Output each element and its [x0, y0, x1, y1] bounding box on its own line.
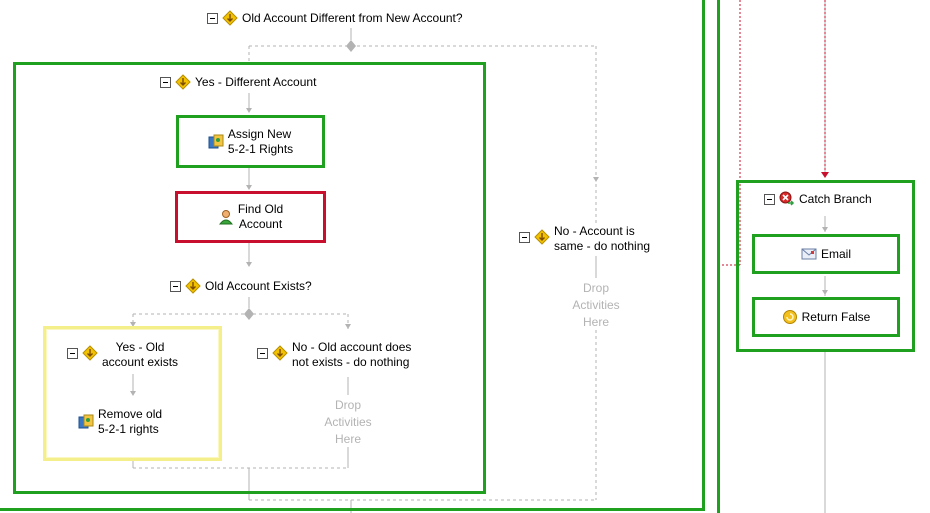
inner-branch-title: Old Account Exists? [205, 279, 312, 293]
yes-exists-frame [43, 326, 222, 461]
no-exists-line2: not exists - do nothing [292, 355, 410, 369]
email-activity[interactable]: Email [752, 234, 900, 274]
yes-exists-line2: account exists [102, 355, 179, 369]
assign-activity-line1: Assign New [227, 126, 292, 141]
assign-activity[interactable]: Assign New 5-2-1 Rights [176, 115, 325, 168]
return-activity[interactable]: Return False [752, 297, 900, 337]
remove-activity[interactable]: Remove old 5-2-1 rights [78, 405, 188, 439]
branch-diamond-icon [222, 10, 238, 26]
collapse-icon[interactable] [170, 280, 181, 292]
collapse-icon[interactable] [257, 348, 268, 359]
email-icon [801, 248, 817, 260]
fault-arrow-icon [821, 172, 829, 178]
no-exists-header[interactable]: No - Old account does not exists - do no… [257, 340, 411, 370]
fault-catch-icon [779, 191, 795, 206]
branch-diamond-icon [534, 229, 550, 245]
collapse-icon[interactable] [519, 232, 530, 243]
drop-inner-line2: Activities [324, 415, 372, 429]
find-activity-line2: Account [238, 217, 283, 231]
code-activity-icon [208, 134, 224, 148]
collapse-icon[interactable] [207, 12, 218, 24]
drop-outer-line1: Drop [582, 281, 609, 295]
branch-diamond-icon [185, 278, 201, 294]
branch-diamond-icon [272, 345, 288, 361]
find-activity-line1: Find Old [237, 202, 284, 216]
drop-zone-inner[interactable]: Drop Activities Here [308, 397, 388, 448]
branch-diamond-icon [175, 74, 191, 90]
email-activity-label: Email [820, 247, 851, 261]
no-exists-line1: No - Old account does [292, 340, 412, 354]
yes-branch-header[interactable]: Yes - Different Account [160, 74, 316, 90]
code-activity-icon [78, 414, 94, 429]
no-same-line2: same - do nothing [554, 239, 651, 253]
inner-branch-header[interactable]: Old Account Exists? [170, 278, 312, 294]
catch-branch-header[interactable]: Catch Branch [764, 191, 872, 207]
drop-inner-line3: Here [334, 432, 361, 446]
remove-activity-line2: 5-2-1 rights [98, 422, 159, 436]
find-activity[interactable]: Find Old Account [175, 191, 326, 243]
drop-inner-line1: Drop [334, 398, 361, 412]
yes-exists-header[interactable]: Yes - Old account exists [67, 340, 178, 370]
catch-branch-frame [736, 180, 915, 352]
outer-branch-title: Old Account Different from New Account? [242, 11, 463, 25]
return-icon [782, 310, 797, 324]
collapse-icon[interactable] [764, 193, 775, 205]
yes-branch-frame [13, 62, 486, 494]
user-icon [218, 210, 233, 225]
outer-branch-frame [0, 0, 705, 511]
outer-branch-header[interactable]: Old Account Different from New Account? [207, 10, 463, 26]
drop-outer-line2: Activities [572, 298, 620, 312]
yes-branch-title: Yes - Different Account [195, 75, 317, 89]
drop-zone-outer[interactable]: Drop Activities Here [556, 280, 636, 331]
assign-activity-line2: 5-2-1 Rights [227, 141, 294, 156]
collapse-icon[interactable] [160, 76, 171, 88]
no-same-line1: No - Account is [554, 224, 635, 238]
yes-exists-line1: Yes - Old [115, 340, 165, 354]
remove-activity-line1: Remove old [98, 407, 163, 421]
catch-branch-title: Catch Branch [799, 192, 872, 206]
no-same-header[interactable]: No - Account is same - do nothing [519, 224, 650, 254]
collapse-icon[interactable] [67, 348, 78, 359]
branch-diamond-icon [82, 345, 98, 361]
drop-outer-line3: Here [582, 315, 609, 329]
scope-boundary [717, 0, 720, 513]
return-activity-label: Return False [801, 310, 871, 324]
